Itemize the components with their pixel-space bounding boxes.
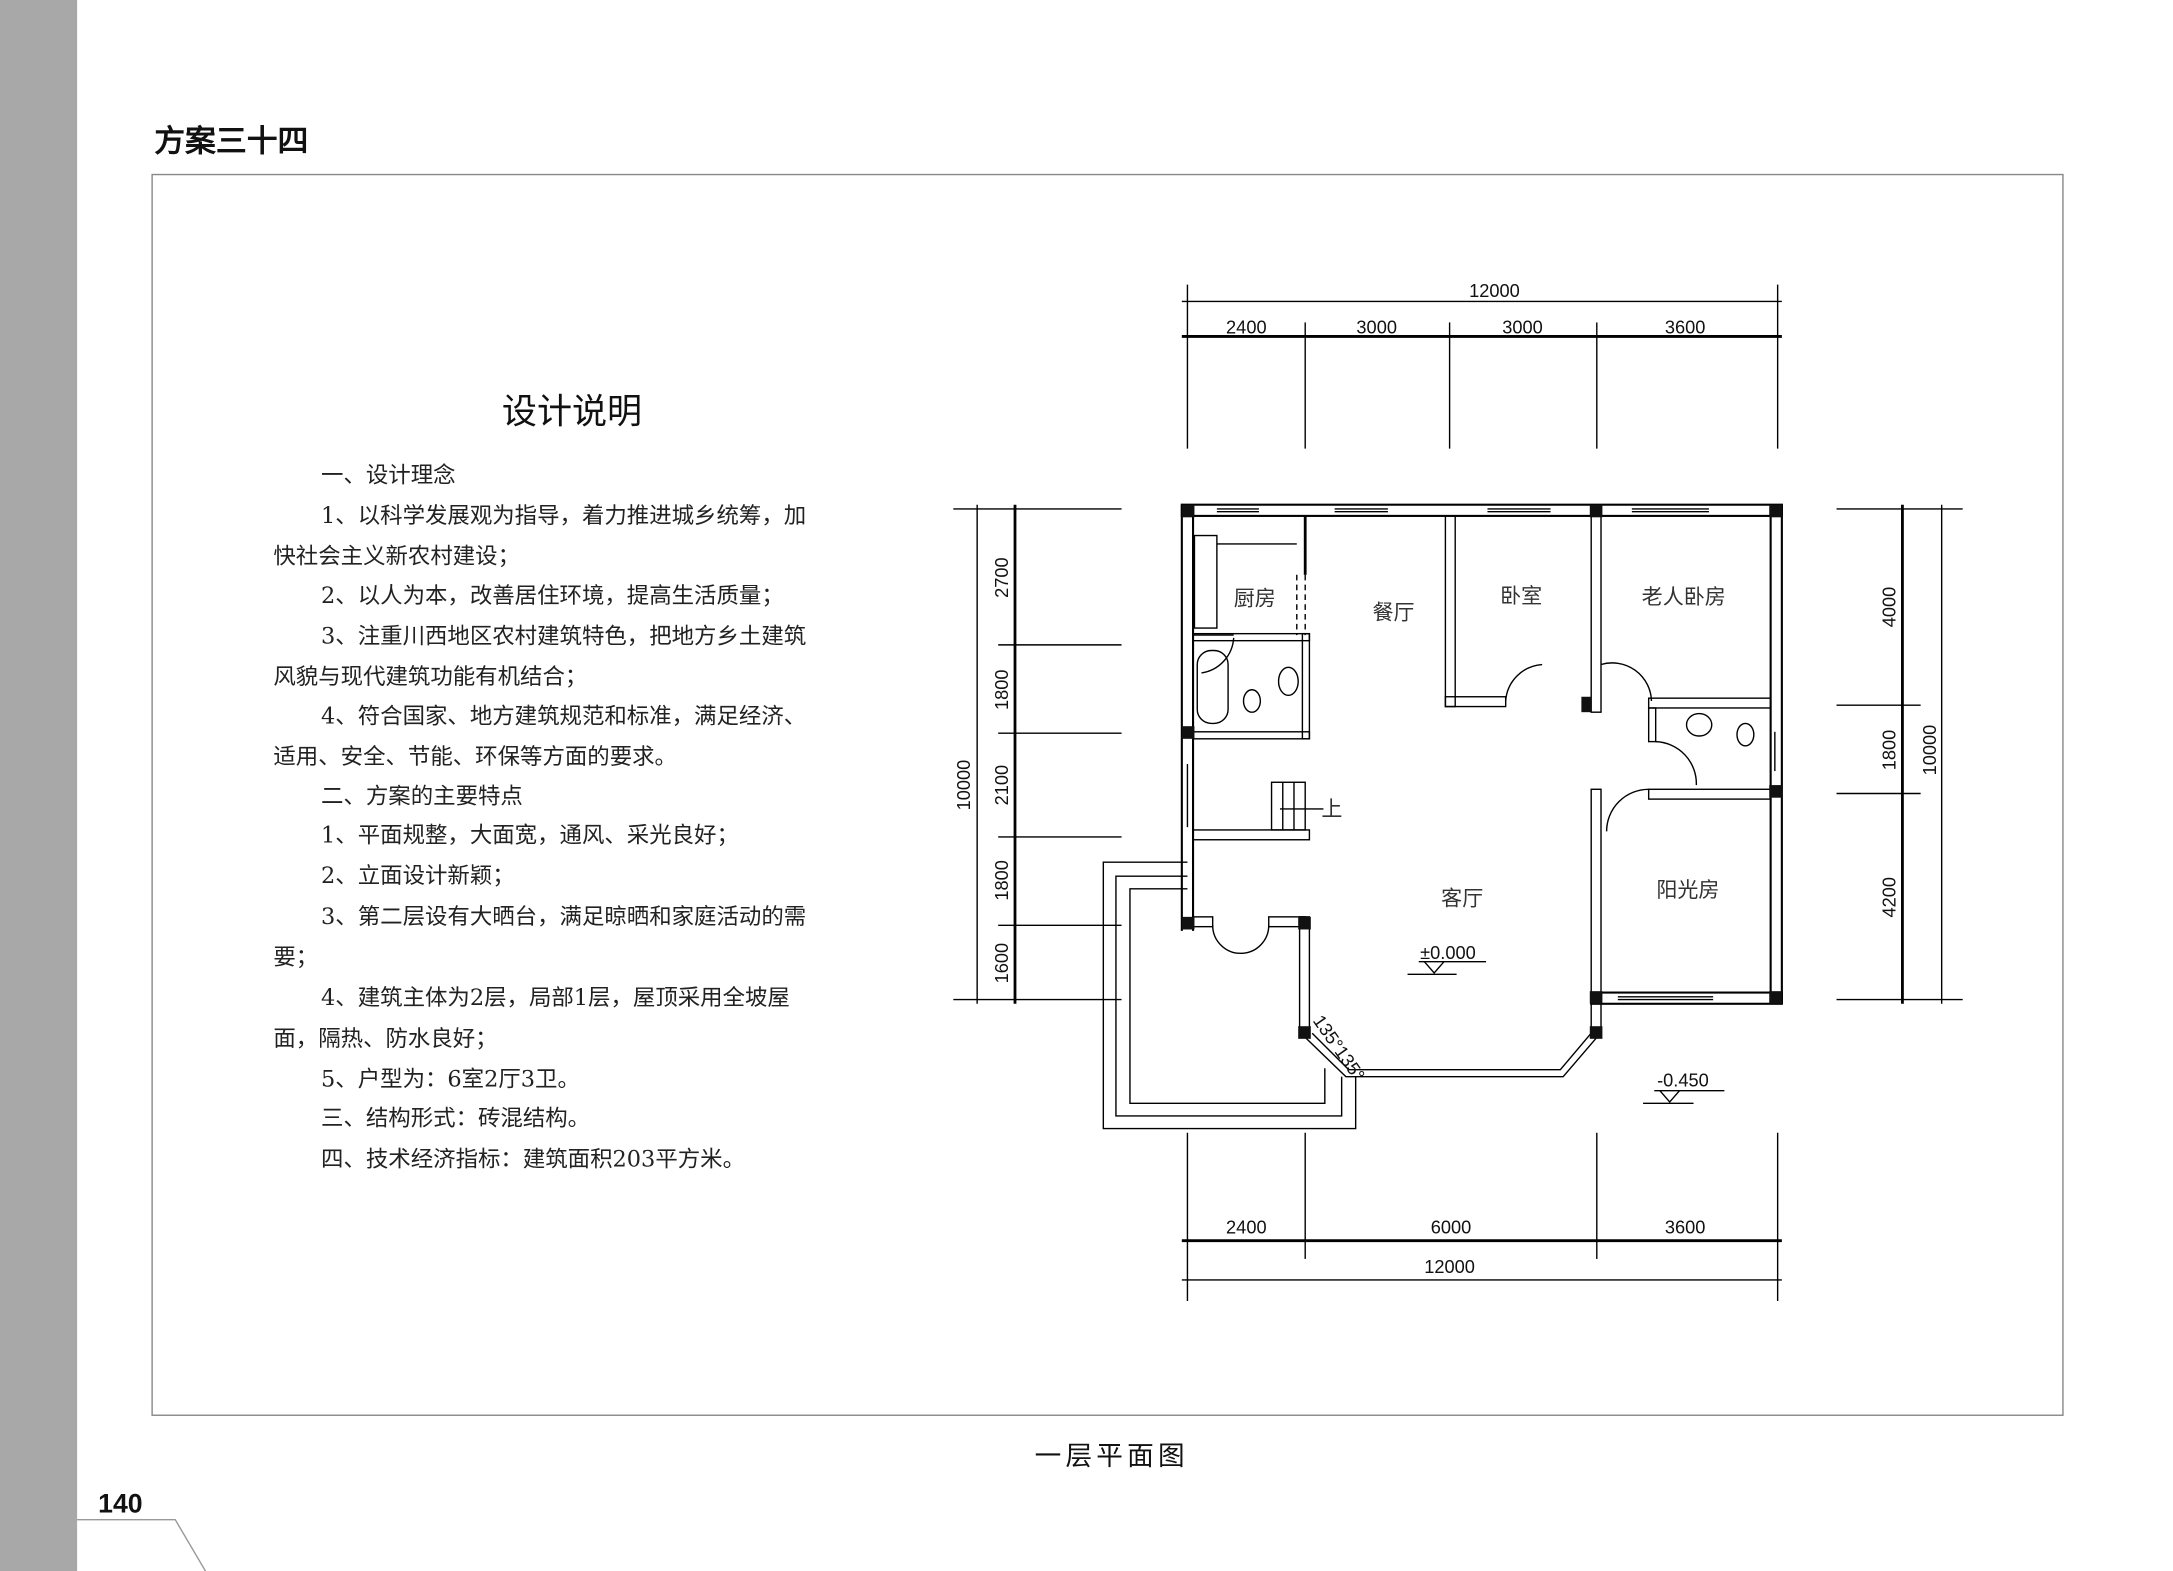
column	[1769, 785, 1782, 798]
description-line: 1、平面规整，大面宽，通风、采光良好；	[321, 823, 739, 849]
kitchen-counter	[1193, 534, 1218, 629]
description-line: 快社会主义新农村建设；	[273, 544, 520, 570]
dim-left: 1600	[992, 943, 1012, 984]
right-dimensions: 4000 1800 4200 10000	[1836, 504, 1963, 1004]
entrance-porch	[1102, 861, 1357, 1130]
description-line: 面，隔热、防水良好；	[273, 1026, 497, 1052]
elevation-mark-outside: -0.450	[1643, 1070, 1725, 1105]
page-sidebar-band	[0, 0, 78, 1571]
walls	[1180, 503, 1783, 1078]
dim-left: 2100	[992, 765, 1012, 806]
room-label-sunroom: 阳光房	[1656, 877, 1719, 902]
room-label-dining: 餐厅	[1372, 600, 1414, 625]
scheme-title: 方案三十四	[154, 123, 308, 159]
room-label-living: 客厅	[1441, 886, 1483, 911]
dim-bottom: 6000	[1431, 1218, 1472, 1238]
doors	[1201, 637, 1698, 955]
fixtures	[1193, 534, 1755, 831]
column	[1769, 504, 1782, 518]
elevation-floor-label: ±0.000	[1420, 943, 1476, 963]
elevation-outside-label: -0.450	[1657, 1070, 1709, 1090]
dim-top: 3000	[1356, 318, 1397, 338]
left-dimensions: 2700 1800 2100 1800 1600 10000	[953, 504, 1122, 1004]
description-line: 1、以科学发展观为指导，着力推进城乡统筹，加	[321, 503, 806, 529]
description-line: 3、注重川西地区农村建筑特色，把地方乡土建筑	[321, 623, 806, 649]
column	[1181, 504, 1195, 518]
dim-bottom: 2400	[1226, 1218, 1267, 1238]
room-label-elder-bedroom: 老人卧房	[1642, 584, 1726, 609]
description-heading: 设计说明	[502, 391, 642, 432]
plan-caption: 一层平面图	[1035, 1441, 1189, 1472]
column	[1589, 1026, 1603, 1039]
dim-bottom-total: 12000	[1424, 1257, 1475, 1277]
description-line: 二、方案的主要特点	[321, 783, 523, 809]
dim-right: 4000	[1879, 587, 1899, 628]
column	[1769, 991, 1782, 1004]
toilet	[1242, 689, 1262, 713]
elevation-mark-floor: ±0.000	[1407, 943, 1487, 976]
description-line: 3、第二层设有大晒台，满足晾晒和家庭活动的需	[321, 904, 806, 930]
sink	[1685, 712, 1713, 737]
top-dimensions: 12000 2400 3000 3000 3600	[1181, 281, 1782, 449]
column	[1298, 916, 1311, 930]
dim-left: 2700	[992, 557, 1012, 598]
dim-top: 3000	[1502, 318, 1543, 338]
description-line: 三、结构形式：砖混结构。	[321, 1106, 590, 1132]
floor-plan: 12000 2400 3000 3000 3600 2400 6000 3600…	[953, 281, 1963, 1301]
dim-right: 1800	[1879, 730, 1899, 771]
column	[1589, 504, 1603, 518]
description-line: 四、技术经济指标：建筑面积203平方米。	[321, 1146, 745, 1172]
bathtub	[1196, 649, 1229, 725]
dim-top-total: 12000	[1469, 281, 1520, 301]
dim-bottom: 3600	[1665, 1218, 1706, 1238]
description-line: 2、立面设计新颖；	[321, 863, 515, 889]
description-line: 5、户型为：6室2厅3卫。	[321, 1066, 580, 1092]
column	[1589, 991, 1603, 1004]
dim-left: 1800	[992, 860, 1012, 901]
dim-right-total: 10000	[1920, 725, 1940, 776]
dim-left: 1800	[992, 669, 1012, 710]
description-line: 一、设计理念	[321, 462, 456, 488]
toilet	[1736, 722, 1755, 747]
room-label-kitchen: 厨房	[1234, 586, 1276, 611]
page-number-tab	[77, 1518, 207, 1571]
window	[1186, 508, 1776, 1001]
room-label-bedroom: 卧室	[1500, 583, 1542, 608]
description-line: 2、以人为本，改善居住环境，提高生活质量；	[321, 583, 784, 609]
stair	[1270, 781, 1324, 831]
column	[1181, 726, 1195, 739]
drawing-frame	[151, 173, 2064, 1416]
description-line: 要；	[273, 945, 318, 971]
dim-left-total: 10000	[954, 760, 974, 811]
bottom-dimensions: 2400 6000 3600 12000	[1181, 1132, 1782, 1301]
description-text: 一、设计理念 1、以科学发展观为指导，着力推进城乡统筹，加 快社会主义新农村建设…	[273, 462, 806, 1172]
dim-top: 2400	[1226, 318, 1267, 338]
dim-top: 3600	[1665, 318, 1706, 338]
column	[1181, 916, 1195, 930]
description-line: 适用、安全、节能、环保等方面的要求。	[273, 744, 677, 770]
sink	[1277, 666, 1299, 697]
description-line: 4、符合国家、地方建筑规范和标准，满足经济、	[321, 703, 806, 729]
description-line: 4、建筑主体为2层，局部1层，屋顶采用全坡屋	[321, 985, 790, 1011]
bay-angle-label: 135°135°	[1309, 1011, 1369, 1084]
page-number: 140	[98, 1489, 142, 1519]
column	[1298, 1026, 1311, 1039]
description-line: 风貌与现代建筑功能有机结合；	[273, 664, 587, 690]
stair-up-label: 上	[1321, 796, 1342, 821]
dim-right: 4200	[1879, 877, 1899, 918]
